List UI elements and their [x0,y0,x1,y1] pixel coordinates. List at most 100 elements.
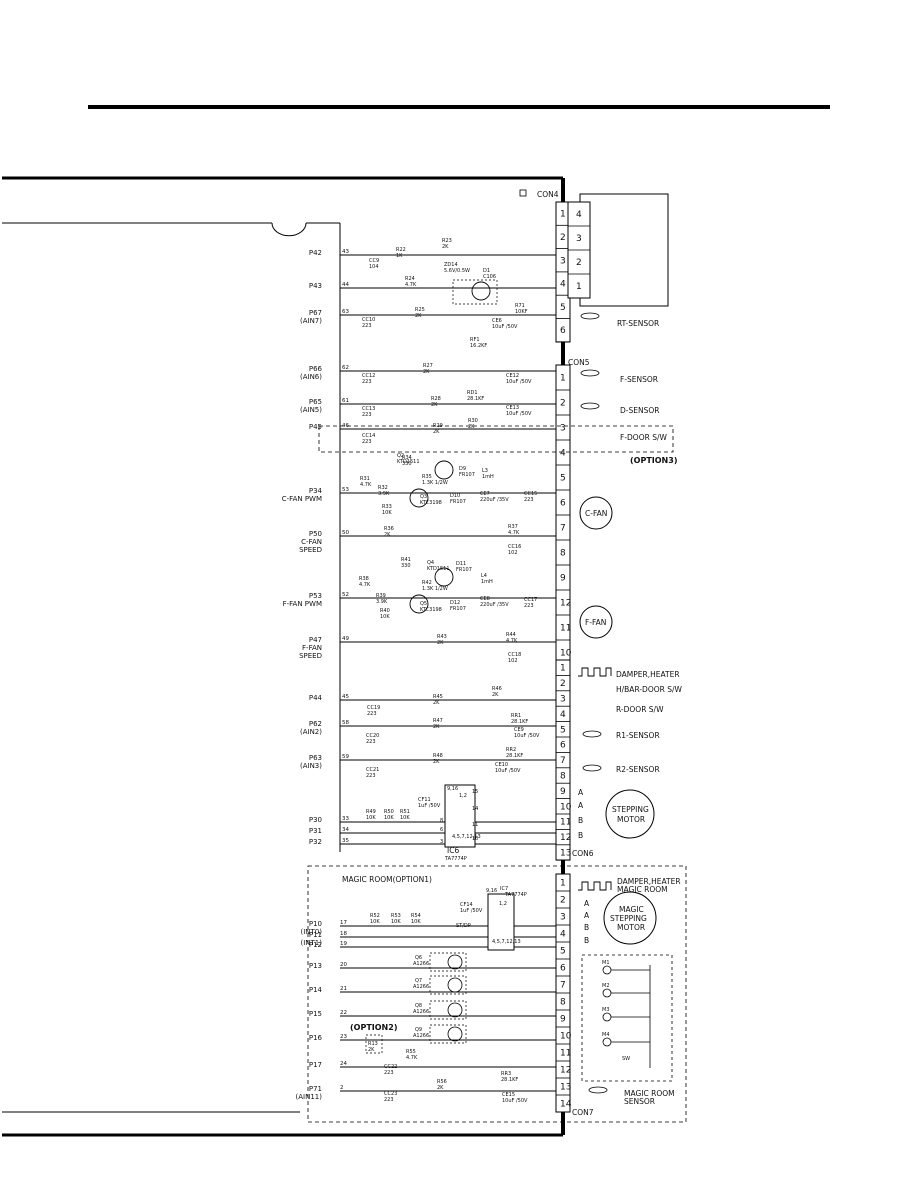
connector-pin: 8 [560,549,566,559]
component-value: 102 [508,550,518,556]
magic-stepping-motor-icon: MAGIC STEPPING MOTOR [603,891,657,945]
component-value: 10K [370,919,380,925]
d1-thyristor-icon [471,281,491,301]
component-ref: R22 [396,247,406,253]
component-value: 1K [396,253,403,259]
component-value: 1uF /50V [460,908,483,914]
component-ref: CC14 [362,433,375,439]
component-ref: RR3 [501,1071,511,1077]
connector-pin: 5 [560,725,566,735]
port-pin: 21 [340,986,347,992]
connector-pin: 2 [560,233,566,243]
port-name: P12 [309,941,322,949]
port-name: P62 [309,720,322,728]
connector-pin: 2 [560,896,566,906]
component-ref: RR1 [511,713,521,719]
d1-box [452,279,498,305]
connector-pin: 6 [560,326,566,336]
port-sub: F-FAN [302,644,322,652]
port-name: P34 [309,487,323,495]
connector-pin: 1 [560,664,566,674]
component-value: 1.3K 1/2W [422,480,448,486]
connector-pin: 6 [560,964,566,974]
svg-text:A: A [578,788,584,797]
port-sub: (AIN3) [300,762,322,770]
port-pin: 53 [342,487,349,493]
component-ref: CE15 [502,1092,515,1098]
f-fan-icon: F-FAN [579,605,613,639]
component-value: 2K [433,759,440,765]
component-ref: R56 [437,1079,447,1085]
connector-pin: 8 [560,998,566,1008]
component-ref: L4 [481,573,487,579]
magic-damper-label-1: DAMPER,HEATER [617,877,681,886]
component-ref: R44 [506,632,516,638]
port-pin: 20 [340,962,347,968]
port-name: P15 [309,1010,322,1018]
thermistor-symbols [580,312,608,1094]
component-value: 2K [423,369,430,375]
svg-text:3: 3 [440,839,443,845]
port-sub: (INT1) [301,939,323,947]
component-value: 223 [362,412,372,418]
port-pin: 43 [342,249,349,255]
component-ref: Q5 [420,601,427,607]
svg-text:A: A [584,899,590,908]
component-value: 10uF /50V [506,411,532,417]
component-value: 10KF [515,309,528,315]
component-value: 10uF /50V [506,379,532,385]
component-value: 330 [401,563,411,569]
component-ref: Q4 [427,560,434,566]
connector-pin: 3 [560,695,566,705]
svg-text:A: A [578,801,584,810]
driver-name: Q9 [415,1027,422,1033]
svg-text:TA7774P: TA7774P [504,892,527,898]
component-value: 2K [468,424,475,430]
component-ref: L3 [482,468,488,474]
component-value: C106 [483,274,496,280]
component-ref: R47 [433,718,443,724]
ic7-chip: 9,16 IC7 TA7774P 1,2 4,5,7,12,13 ST/DP [456,886,527,951]
port-pin: 59 [342,754,349,760]
svg-text:9,16: 9,16 [486,888,497,894]
port-pin: 49 [342,636,349,642]
component-ref: CE9 [514,727,524,733]
component-value: 102 [508,658,518,664]
connector-pin: 4 [560,710,566,720]
component-ref: R42 [422,580,432,586]
component-ref: CE8 [480,596,490,602]
ic6-chip: 9,16 1,2 4,5,7,12,13 IC6 TA7774P 15 14 1… [440,784,481,862]
port-name: P14 [309,986,323,994]
component-value: 330 [402,461,412,467]
magic-stepping-phases: A A B B [584,899,590,945]
connector-pin: 11 [560,818,571,828]
port-pin: 44 [342,282,349,288]
component-ref: CE6 [492,318,502,324]
heater-symbols [578,667,612,891]
stepping-motor-icon: STEPPING MOTOR [605,789,655,839]
component-ref: R38 [359,576,369,582]
connector-pin: 8 [560,772,566,782]
port-name: P50 [309,530,322,538]
connector-pin: 9 [560,1015,566,1025]
mate-pin: 4 [576,210,582,220]
r-door-label: R-DOOR S/W [616,705,664,714]
component-ref: R71 [515,303,525,309]
connector-pin: 4 [560,930,566,940]
component-ref: CE13 [506,405,519,411]
component-ref: CC16 [508,544,521,550]
component-value: 1mH [481,579,493,585]
svg-text:4,5,7,12,13: 4,5,7,12,13 [492,939,521,945]
component-ref: D11 [456,561,466,567]
component-value: KTD1511 [397,459,420,465]
fan-driver-transistors [409,460,454,614]
connector-pin: 11 [560,1049,571,1059]
port-name: P32 [309,838,322,846]
connector-pin: 3 [560,424,566,434]
svg-text:1,2: 1,2 [459,793,467,799]
component-value: 223 [366,739,376,745]
component-value: 28.1KF [467,396,484,402]
port-sub: (AIN2) [300,728,322,736]
